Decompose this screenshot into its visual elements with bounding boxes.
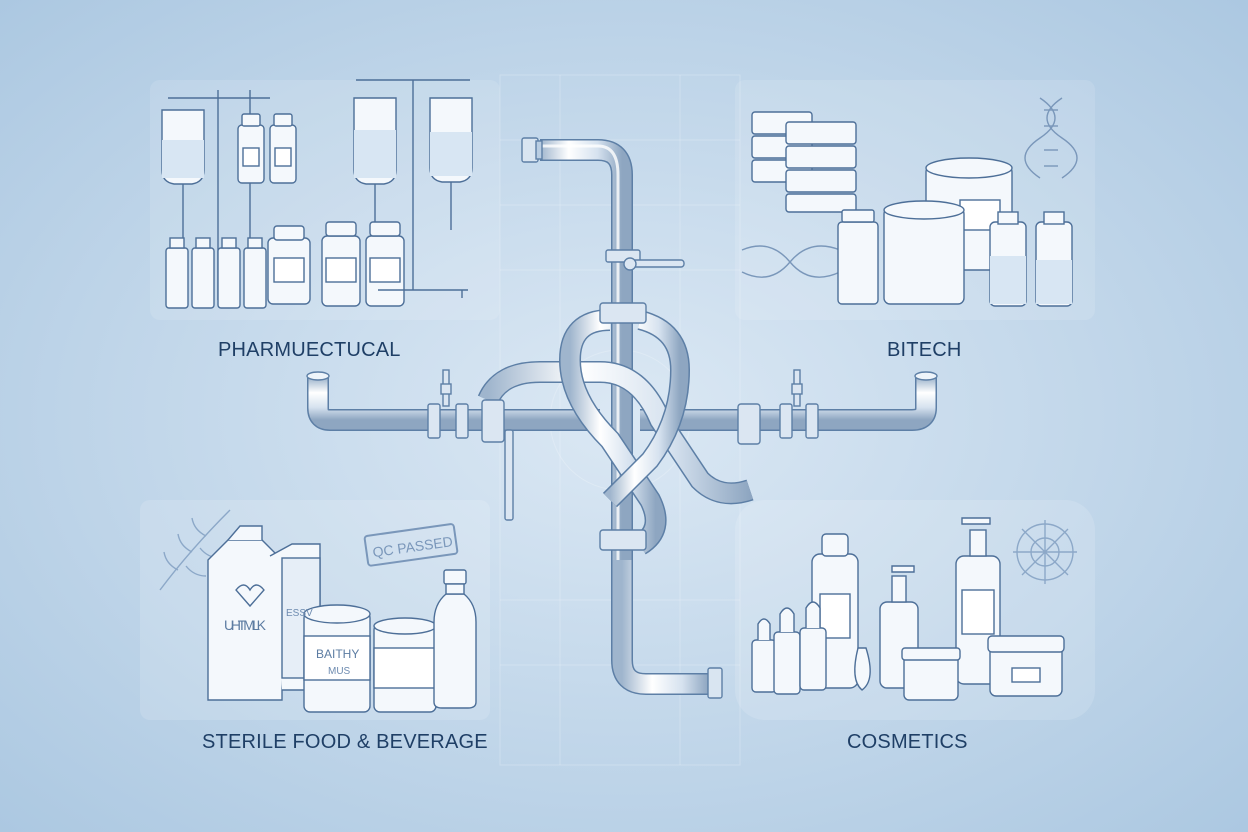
cream-jar-icon — [901, 635, 1065, 701]
iv-bag-icon — [353, 97, 473, 230]
pharmaceutical-products — [161, 79, 473, 309]
can-label: BAITHY — [316, 647, 359, 661]
cosmetics-products — [751, 517, 1077, 701]
sector-label-food-beverage: STERILE FOOD & BEVERAGE — [202, 731, 488, 753]
pill-bottle-icon — [267, 221, 405, 307]
sector-label-biotech: BITECH — [887, 339, 962, 361]
iv-bag-icon — [161, 109, 205, 245]
dropper-bottle-icon — [751, 601, 827, 695]
qc-stamp-icon — [363, 523, 459, 567]
flange-icon — [427, 249, 819, 551]
wheat-icon — [159, 509, 231, 591]
dna-icon — [741, 245, 841, 278]
petri-dish-stack-icon — [751, 111, 857, 213]
valve-icon — [440, 257, 803, 521]
flower-icon — [1013, 520, 1077, 584]
can-sublabel: MUS — [328, 666, 351, 677]
vial-icon — [165, 237, 267, 309]
piping-system — [306, 137, 938, 699]
sector-label-cosmetics: COSMETICS — [847, 731, 968, 753]
milk-carton-icon — [207, 525, 321, 701]
sector-label-pharmaceutical: PHARMUECTUCAL — [218, 339, 401, 361]
dna-icon — [1024, 97, 1078, 179]
food-beverage-products — [159, 509, 477, 713]
milk-carton-side-label: ESSV — [286, 608, 313, 619]
biotech-products — [741, 97, 1078, 307]
water-bottle-icon — [433, 569, 477, 709]
food-can-icon — [303, 604, 437, 713]
milk-carton-label-line1: UHT MILK — [224, 617, 267, 633]
